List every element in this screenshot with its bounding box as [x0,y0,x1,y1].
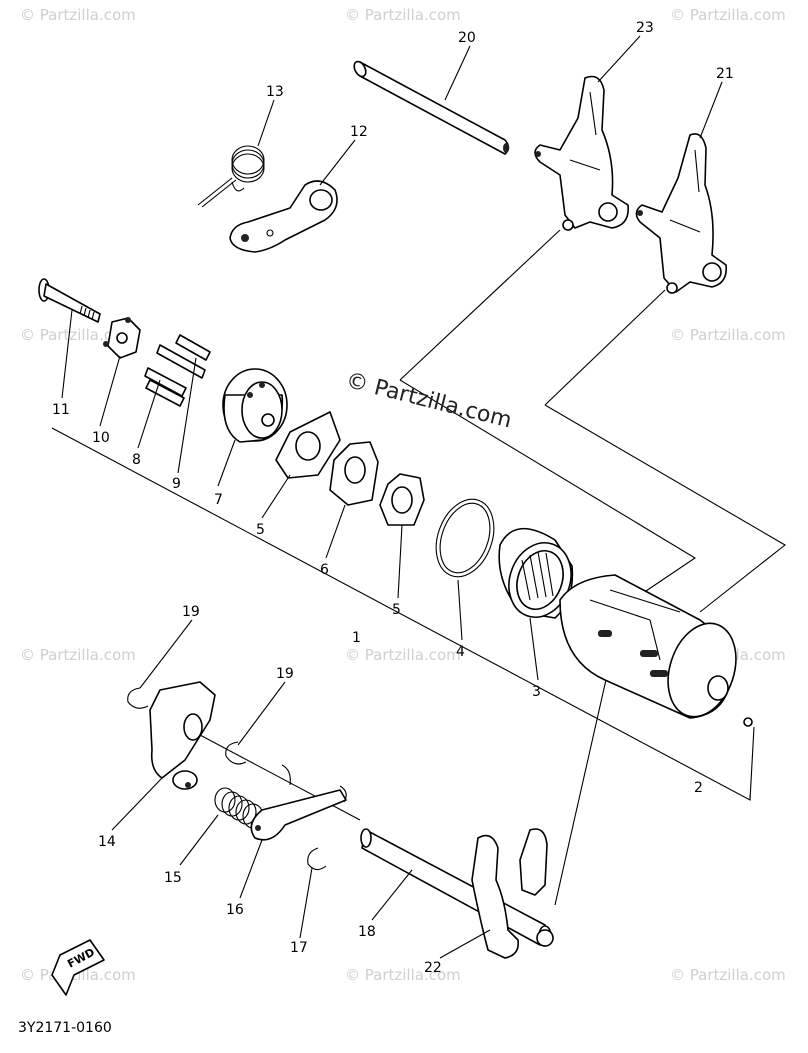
callout-5: 5 [256,522,265,538]
callout-8: 8 [132,452,141,468]
watermark: © Partzilla.com [20,6,136,24]
callout-17: 17 [290,940,308,956]
watermark: © Partzilla.com [345,6,461,24]
fork22-guide [554,639,616,906]
callout-2: 2 [694,780,703,796]
callout-14: 14 [98,834,116,850]
part-shim-5b [379,473,425,526]
callout-23: 23 [636,20,654,36]
part-segment [103,317,141,359]
callout-9: 9 [172,476,181,492]
part-pins [144,334,211,407]
callout-3: 3 [532,684,541,700]
part-circlip [435,498,495,578]
callout-22: 22 [424,960,442,976]
callout-13: 13 [266,84,284,100]
callout-15: 15 [164,870,182,886]
watermark: © Partzilla.com [345,646,461,664]
fork21-guide [544,404,786,613]
part-bearing [498,527,574,619]
part-circlip-19b [225,741,247,765]
callout-12: 12 [350,124,368,140]
part-bolt [38,278,101,323]
callout-16: 16 [226,902,244,918]
callout-21: 21 [716,66,734,82]
callout-11: 11 [52,402,70,418]
fork21-guide [544,289,666,406]
part-shim-6 [329,441,379,506]
callout-19: 19 [276,666,294,682]
part-shift-fork-23 [534,75,629,231]
watermark: © Partzilla.com [20,966,136,984]
part-drum-end [222,368,288,443]
watermark-center: © Partzilla.com [343,368,514,433]
part-stopper-lever [229,180,338,253]
watermark: © Partzilla.com [670,966,786,984]
callout-1: 1 [352,630,361,646]
callout-labels: 20 23 21 13 12 11 10 8 9 7 5 6 5 1 4 3 2… [52,20,734,976]
leader-line [749,726,755,801]
part-torsion-spring [197,145,265,208]
drawing-code: 3Y2171-0160 [18,1020,112,1036]
callout-20: 20 [458,30,476,46]
watermark: © Partzilla.com [20,326,136,344]
part-lever-plate [250,764,347,841]
part-shim-5a [275,411,341,479]
fork23-guide [399,379,697,596]
callout-18: 18 [358,924,376,940]
part-shift-drum [559,574,753,727]
fwd-arrow: FWD [51,939,105,996]
fork23-guide [399,229,561,381]
callout-6: 6 [320,562,329,578]
part-guide-bar [353,60,510,155]
watermark: © Partzilla.com [670,326,786,344]
watermark: © Partzilla.com [670,6,786,24]
callout-10: 10 [92,430,110,446]
part-circlip-17 [307,847,327,871]
callout-7: 7 [214,492,223,508]
leader-lines [61,35,723,959]
part-shift-fork-21 [635,133,728,294]
watermark: © Partzilla.com [20,646,136,664]
part-shift-arm [149,681,216,790]
callout-19: 19 [182,604,200,620]
watermark: © Partzilla.com [345,966,461,984]
part-circlip-19a [127,687,149,709]
callout-5: 5 [392,602,401,618]
part-shift-fork-22 [471,828,554,959]
callout-4: 4 [456,644,465,660]
